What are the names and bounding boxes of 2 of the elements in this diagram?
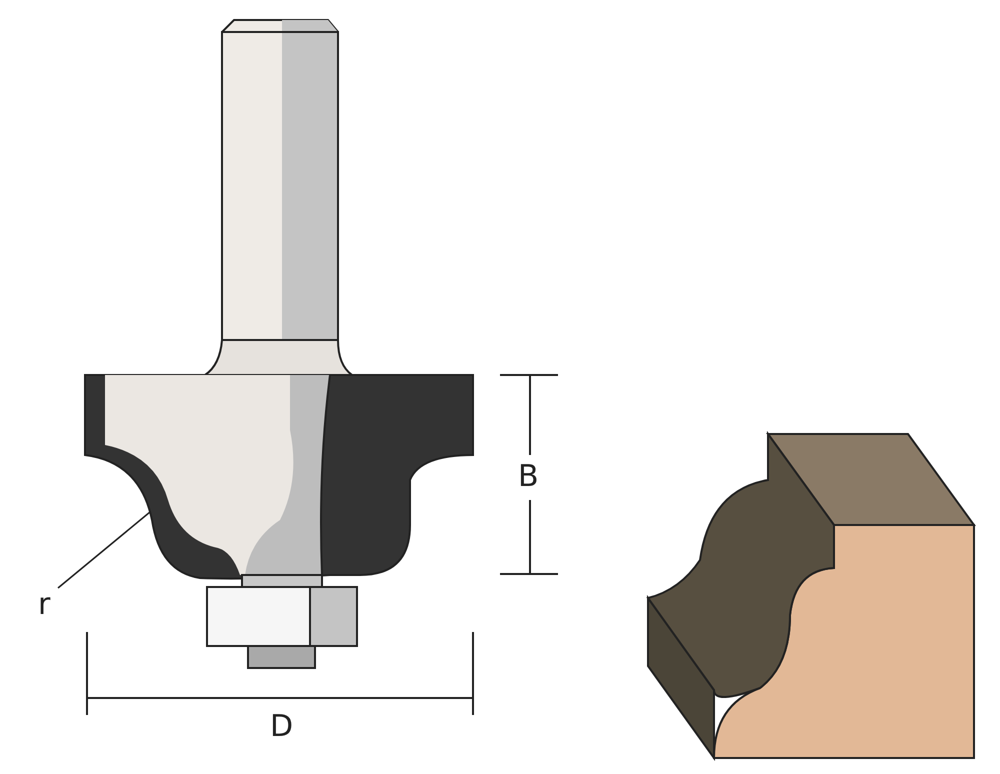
router-bit-drawing (84, 19, 474, 669)
leader-line (58, 511, 150, 589)
